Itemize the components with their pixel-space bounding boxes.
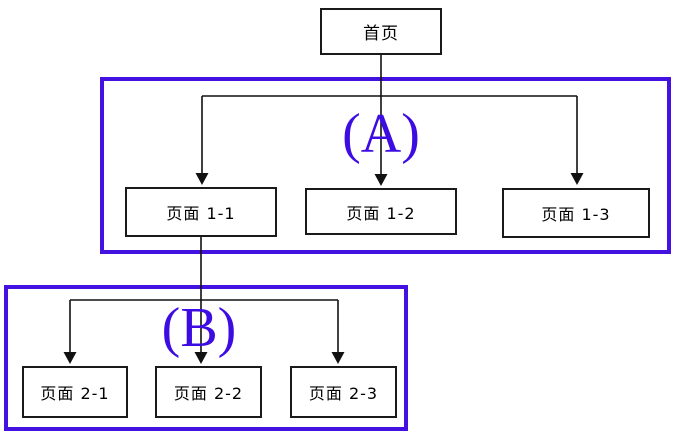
arrowhead-p1-2 xyxy=(374,174,388,186)
arrowhead-p1-1 xyxy=(195,173,209,185)
node-page-2-2-label: 页面 2-2 xyxy=(173,384,244,403)
group-a-frame xyxy=(100,77,671,254)
node-page-2-3-label: 页面 2-3 xyxy=(308,384,379,403)
node-page-2-3: 页面 2-3 xyxy=(290,366,397,418)
node-home-label: 首页 xyxy=(363,24,399,44)
node-page-1-2-label: 页面 1-2 xyxy=(346,203,416,223)
node-page-2-1: 页面 2-1 xyxy=(22,366,128,418)
node-page-1-1: 页面 1-1 xyxy=(125,187,277,237)
arrowhead-p2-3 xyxy=(331,352,345,364)
arrowhead-p2-2 xyxy=(194,352,208,364)
node-page-2-1-label: 页面 2-1 xyxy=(40,384,110,403)
node-page-2-2: 页面 2-2 xyxy=(155,366,262,418)
node-page-1-2: 页面 1-2 xyxy=(305,188,457,235)
group-b-frame xyxy=(4,285,408,431)
arrowhead-p1-3 xyxy=(570,173,584,185)
arrowhead-p2-1 xyxy=(63,352,77,364)
node-page-1-1-label: 页面 1-1 xyxy=(166,204,236,223)
node-page-1-3-label: 页面 1-3 xyxy=(541,205,611,224)
node-home: 首页 xyxy=(320,8,442,55)
node-page-1-3: 页面 1-3 xyxy=(502,188,650,238)
